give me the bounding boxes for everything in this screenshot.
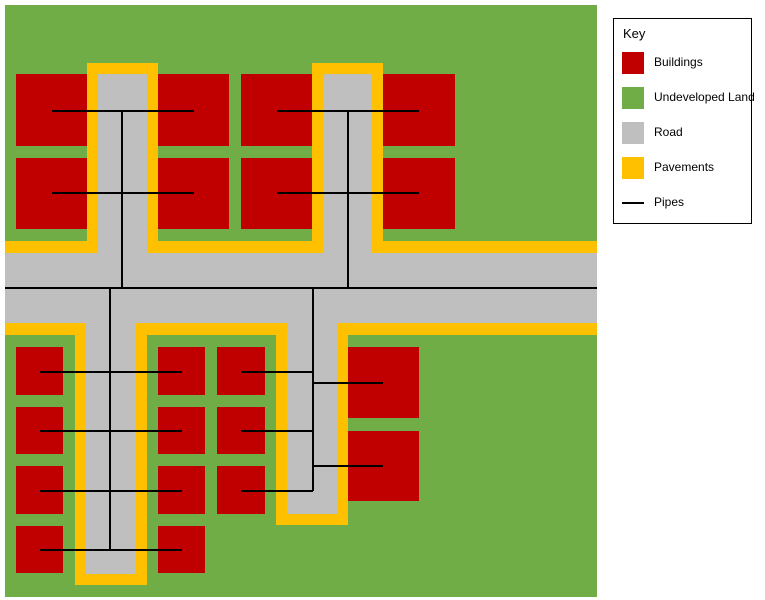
key-item-road: Road [622,122,750,144]
pipes-swatch [622,202,644,204]
key-label: Buildings [654,55,703,69]
key-label: Pipes [654,195,685,209]
road-swatch [622,122,644,144]
key-item-pipes: Pipes [622,192,750,214]
key-label: Undeveloped Land [654,90,755,104]
key-item-undeveloped-land: Undeveloped Land [622,87,755,109]
map-key: Key Buildings Undeveloped Land Road Pave… [613,18,755,224]
pavements-swatch [622,157,644,179]
undeveloped-land-swatch [622,87,644,109]
key-label: Road [654,125,683,139]
key-item-buildings: Buildings [622,52,750,74]
key-item-pavements: Pavements [622,157,750,179]
pipes [5,110,597,551]
key-label: Pavements [654,160,715,174]
site-plan-map [5,5,597,597]
key-title: Key [623,26,646,41]
buildings-swatch [622,52,644,74]
